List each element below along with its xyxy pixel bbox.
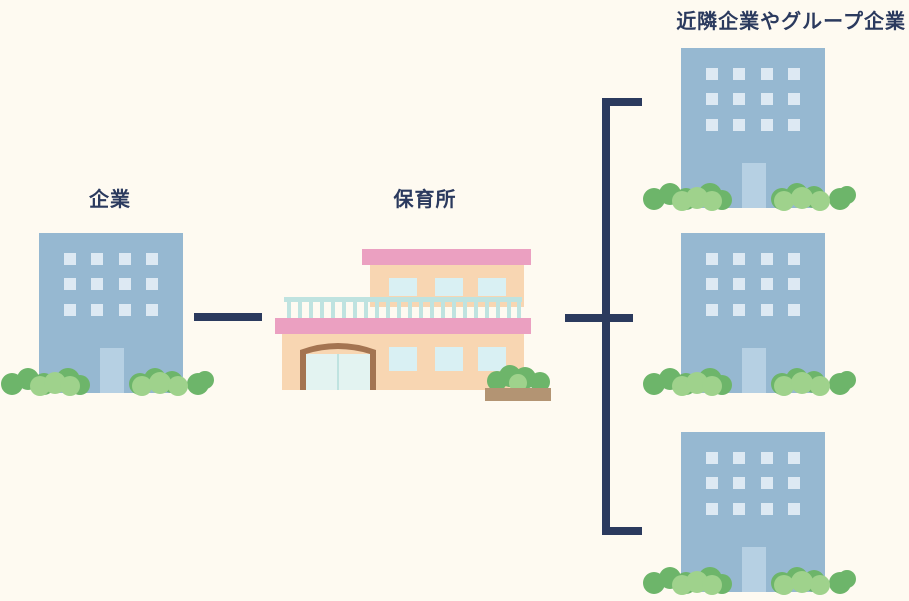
group-company-building-icon [643,233,856,396]
group-companies-label: 近隣企業やグループ企業 [676,9,906,33]
company-building-icon [1,233,214,396]
connector-line [194,313,262,321]
nursery-building-icon [275,249,551,401]
group-company-building-icon [643,432,856,595]
group-company-building-icon [643,48,856,211]
company-label: 企業 [89,187,131,211]
bracket-connector [565,98,642,535]
nursery-label: 保育所 [393,187,457,211]
